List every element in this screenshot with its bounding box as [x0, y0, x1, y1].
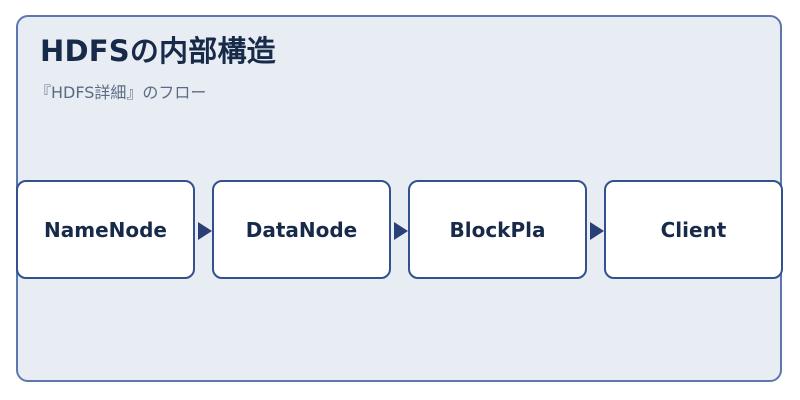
diagram-title: HDFSの内部構造 [40, 34, 276, 68]
flow-node-label: Client [660, 217, 727, 242]
flow-node-blockpla: BlockPla [408, 180, 587, 279]
flow-node-label: NameNode [44, 217, 167, 242]
flow-arrow-icon [394, 222, 408, 240]
flow-arrow-icon [198, 222, 212, 240]
flow-node-label: BlockPla [449, 217, 546, 242]
flow-node-label: DataNode [245, 217, 358, 242]
flow-node-datanode: DataNode [212, 180, 391, 279]
diagram-subtitle: 『HDFS詳細』のフロー [35, 83, 207, 102]
flow-arrow-icon [590, 222, 604, 240]
flow-node-client: Client [604, 180, 783, 279]
flow-node-namenode: NameNode [16, 180, 195, 279]
